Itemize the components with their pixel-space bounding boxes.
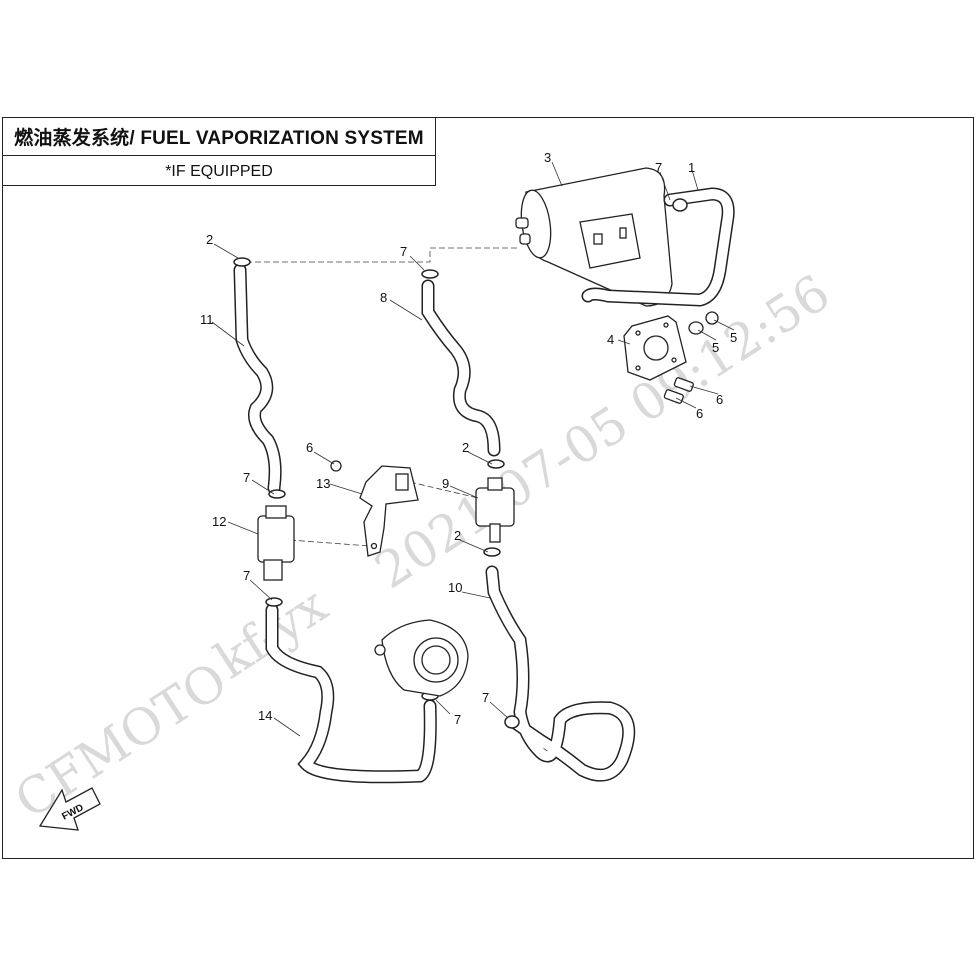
callout-7f: 7 [482, 690, 489, 705]
callout-7a: 7 [655, 160, 662, 175]
callout-7d: 7 [243, 568, 250, 583]
bracket-dashed-line [289, 539, 371, 547]
diagram-subtitle: *IF EQUIPPED [165, 162, 273, 180]
callout-6c: 6 [306, 440, 313, 455]
hose-8-part [421, 279, 501, 457]
callout-8: 8 [380, 290, 387, 305]
canister-hose-part [581, 187, 735, 307]
leader-lines [211, 161, 735, 737]
diagram-title: 燃油蒸发系统/ FUEL VAPORIZATION SYSTEM [3, 118, 435, 156]
callout-2b: 2 [462, 440, 469, 455]
callout-7b: 7 [400, 244, 407, 259]
callout-1: 1 [688, 160, 695, 175]
canister-part [515, 167, 673, 307]
hose-11-part [233, 263, 282, 495]
callout-9: 9 [442, 476, 449, 491]
hose-10-part [485, 565, 636, 782]
valve9-dashed-line [409, 481, 479, 499]
callout-12: 12 [212, 514, 226, 529]
callout-2c: 2 [454, 528, 461, 543]
callout-7e: 7 [454, 712, 461, 727]
callout-3: 3 [544, 150, 551, 165]
valve-9-part [475, 477, 515, 543]
callout-11: 11 [200, 312, 214, 327]
callout-6b: 6 [696, 406, 703, 421]
bracket-13-part [330, 460, 419, 557]
nuts-bolts [663, 311, 719, 404]
callout-5b: 5 [730, 330, 737, 345]
callout-4: 4 [607, 332, 614, 347]
throttle-body-part [374, 619, 469, 697]
hose-14-part [265, 603, 437, 784]
callout-7c: 7 [243, 470, 250, 485]
vent-dashed-line [246, 247, 520, 263]
diagram-frame [2, 117, 974, 859]
valve-12-part [257, 505, 295, 581]
watermark-brand: CFMOTO [5, 651, 237, 830]
callouts: 3 7 1 2 7 8 11 4 5 5 6 6 2 6 13 9 7 12 2… [200, 150, 737, 727]
hose-clamps [233, 257, 520, 729]
callout-2a: 2 [206, 232, 213, 247]
callout-14: 14 [258, 708, 272, 723]
callout-5a: 5 [712, 340, 719, 355]
callout-10: 10 [448, 580, 462, 595]
title-block: 燃油蒸发系统/ FUEL VAPORIZATION SYSTEM *IF EQU… [2, 117, 436, 186]
callout-6a: 6 [716, 392, 723, 407]
callout-13: 13 [316, 476, 330, 491]
